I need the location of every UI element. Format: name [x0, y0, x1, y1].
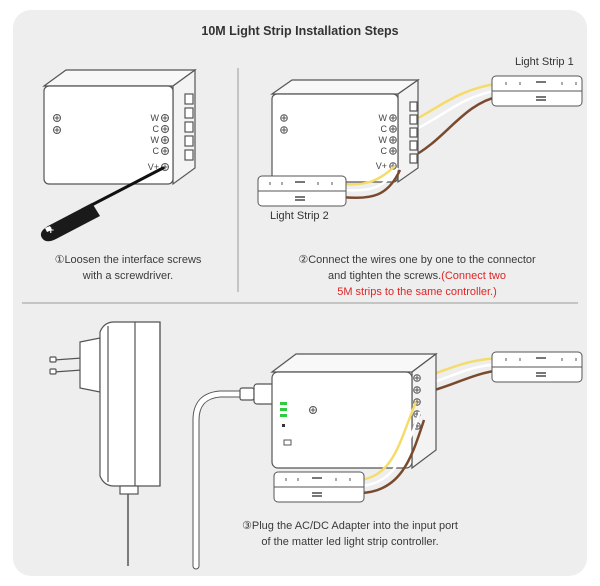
terminal-label: V+	[148, 162, 159, 172]
terminal-label: C	[153, 124, 160, 134]
strip2-label: Light Strip 2	[270, 210, 329, 222]
terminal-labels-step2: W C W C V+	[376, 113, 388, 171]
mount-screws-step2	[280, 114, 288, 134]
svg-text:+: +	[47, 226, 55, 236]
light-strip-upper-step3	[491, 351, 583, 383]
controller-step3	[270, 352, 438, 470]
wires-to-lower-strip	[359, 401, 426, 495]
step2-line1: ②Connect the wires one by one to the con…	[298, 254, 536, 266]
terminal-label: V+	[376, 161, 387, 171]
terminal-labels-step1: W C W C V+	[148, 113, 160, 172]
light-strip-lower-step3	[273, 471, 365, 503]
mount-screws-step1	[53, 114, 61, 134]
terminal-label: C	[381, 146, 388, 156]
diagram-title: 10M Light Strip Installation Steps	[201, 24, 399, 38]
terminal-label: W	[379, 113, 388, 123]
step3-line1: ③Plug the AC/DC Adapter into the input p…	[242, 520, 458, 532]
ac-dc-adapter-icon	[49, 321, 161, 566]
light-strip-2	[257, 175, 347, 207]
step3-line2: of the matter led light strip controller…	[261, 536, 439, 548]
status-leds	[280, 402, 292, 446]
step2-caption: ②Connect the wires one by one to the con…	[252, 252, 582, 300]
light-strip-1	[491, 75, 583, 107]
wires-to-strip2	[341, 165, 402, 200]
terminal-label: W	[151, 113, 160, 123]
controller-step2	[270, 78, 420, 184]
terminal-label: C	[381, 124, 388, 134]
wires-to-strip1	[409, 81, 501, 160]
terminal-label: C	[153, 146, 160, 156]
step1-caption: ①Loosen the interface screws with a scre…	[28, 252, 228, 284]
terminal-label: W	[151, 135, 160, 145]
step1-line1: ①Loosen the interface screws	[54, 254, 202, 266]
step1-line2: with a screwdriver.	[82, 270, 174, 282]
controller-step1	[42, 68, 197, 186]
screwdriver-icon: +	[40, 166, 165, 242]
strip1-label: Light Strip 1	[515, 56, 574, 68]
terminal-label: W	[379, 135, 388, 145]
power-cable-inner	[193, 391, 247, 569]
step2-note1: (Connect two	[441, 270, 506, 282]
step2-line2: and tighten the screws.	[328, 270, 442, 282]
step2-line2-wrap: and tighten the screws.(Connect two	[252, 268, 582, 284]
step2-note2: 5M strips to the same controller.)	[337, 286, 497, 298]
terminal-screws-step2	[389, 114, 397, 170]
step3-caption: ③Plug the AC/DC Adapter into the input p…	[200, 518, 500, 550]
